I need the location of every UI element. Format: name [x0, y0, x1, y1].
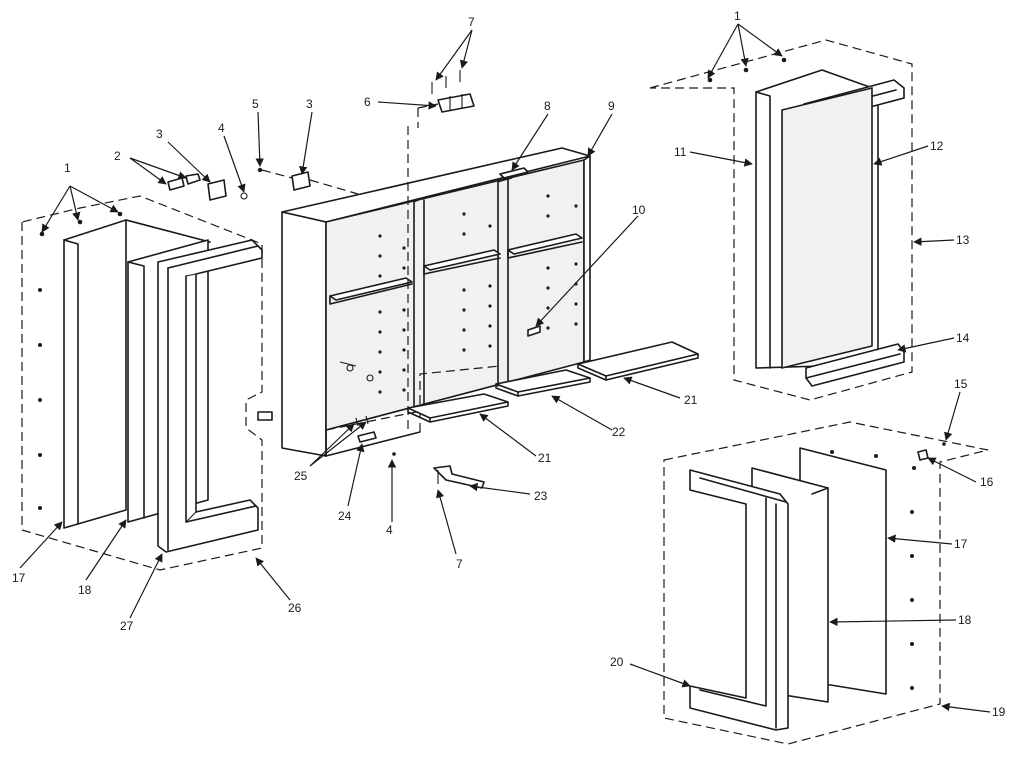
label-part-24: 24	[338, 509, 352, 523]
label-part-9: 9	[608, 99, 615, 113]
label-part-17-left: 17	[12, 571, 26, 585]
shelf-upper-center	[423, 249, 501, 271]
upper-door-glass	[781, 87, 873, 369]
label-part-10: 10	[632, 203, 646, 217]
leader-lines	[19, 23, 991, 713]
center-cabinet	[281, 126, 591, 489]
top-hardware	[167, 70, 475, 201]
lower-door-outline	[663, 421, 989, 745]
label-part-7-bottom: 7	[456, 557, 463, 571]
label-part-8: 8	[544, 99, 551, 113]
label-part-15: 15	[954, 377, 968, 391]
label-part-18-right: 18	[958, 613, 972, 627]
label-part-4-top: 4	[218, 121, 225, 135]
label-part-1-left: 1	[64, 161, 71, 175]
label-part-18-left: 18	[78, 583, 92, 597]
right-upper-door-assembly	[649, 39, 913, 401]
label-part-2: 2	[114, 149, 121, 163]
label-part-26: 26	[288, 601, 302, 615]
left-side-panel	[63, 219, 127, 529]
left-side-assembly	[21, 195, 273, 571]
hinge-bracket-center	[291, 171, 311, 191]
label-part-27: 27	[120, 619, 134, 633]
part-number-labels: 1 2 3 4 5 3 6 7 8 9 10 1 11 12 13 14 15 …	[12, 9, 1006, 719]
label-part-6: 6	[364, 95, 371, 109]
left-door-frame	[157, 239, 263, 553]
label-part-22: 22	[612, 425, 626, 439]
top-hinge	[437, 93, 475, 113]
lower-door-frame	[689, 469, 789, 731]
label-part-3-left: 3	[156, 127, 163, 141]
label-part-19: 19	[992, 705, 1006, 719]
cabinet-left-end	[281, 211, 327, 457]
hinge-bracket-left	[207, 179, 227, 201]
label-part-21-right: 21	[684, 393, 698, 407]
label-part-16: 16	[980, 475, 994, 489]
label-part-17-right: 17	[954, 537, 968, 551]
upper-door-outline	[649, 39, 913, 401]
adjustable-shelves	[407, 341, 699, 423]
label-part-1-right: 1	[734, 9, 741, 23]
shelf-pin-holes	[378, 194, 578, 394]
cabinet-right-end	[583, 155, 591, 363]
right-lower-door-assembly	[663, 421, 989, 745]
label-part-21-left: 21	[538, 451, 552, 465]
label-part-12: 12	[930, 139, 944, 153]
shelf-upper-left	[329, 277, 413, 301]
label-part-11: 11	[674, 145, 687, 159]
shelf-upper-right	[507, 233, 583, 255]
label-part-7-top: 7	[468, 15, 475, 29]
bottom-bracket	[433, 465, 485, 489]
label-part-20: 20	[610, 655, 624, 669]
label-part-5: 5	[252, 97, 259, 111]
label-part-3-center: 3	[306, 97, 313, 111]
catch-plate	[357, 431, 377, 443]
label-part-4-bottom: 4	[386, 523, 393, 537]
label-part-25: 25	[294, 469, 308, 483]
label-part-14: 14	[956, 331, 970, 345]
left-assembly-outline	[21, 195, 263, 571]
shelf-21-right	[577, 341, 699, 377]
label-part-23: 23	[534, 489, 548, 503]
label-part-13: 13	[956, 233, 970, 247]
